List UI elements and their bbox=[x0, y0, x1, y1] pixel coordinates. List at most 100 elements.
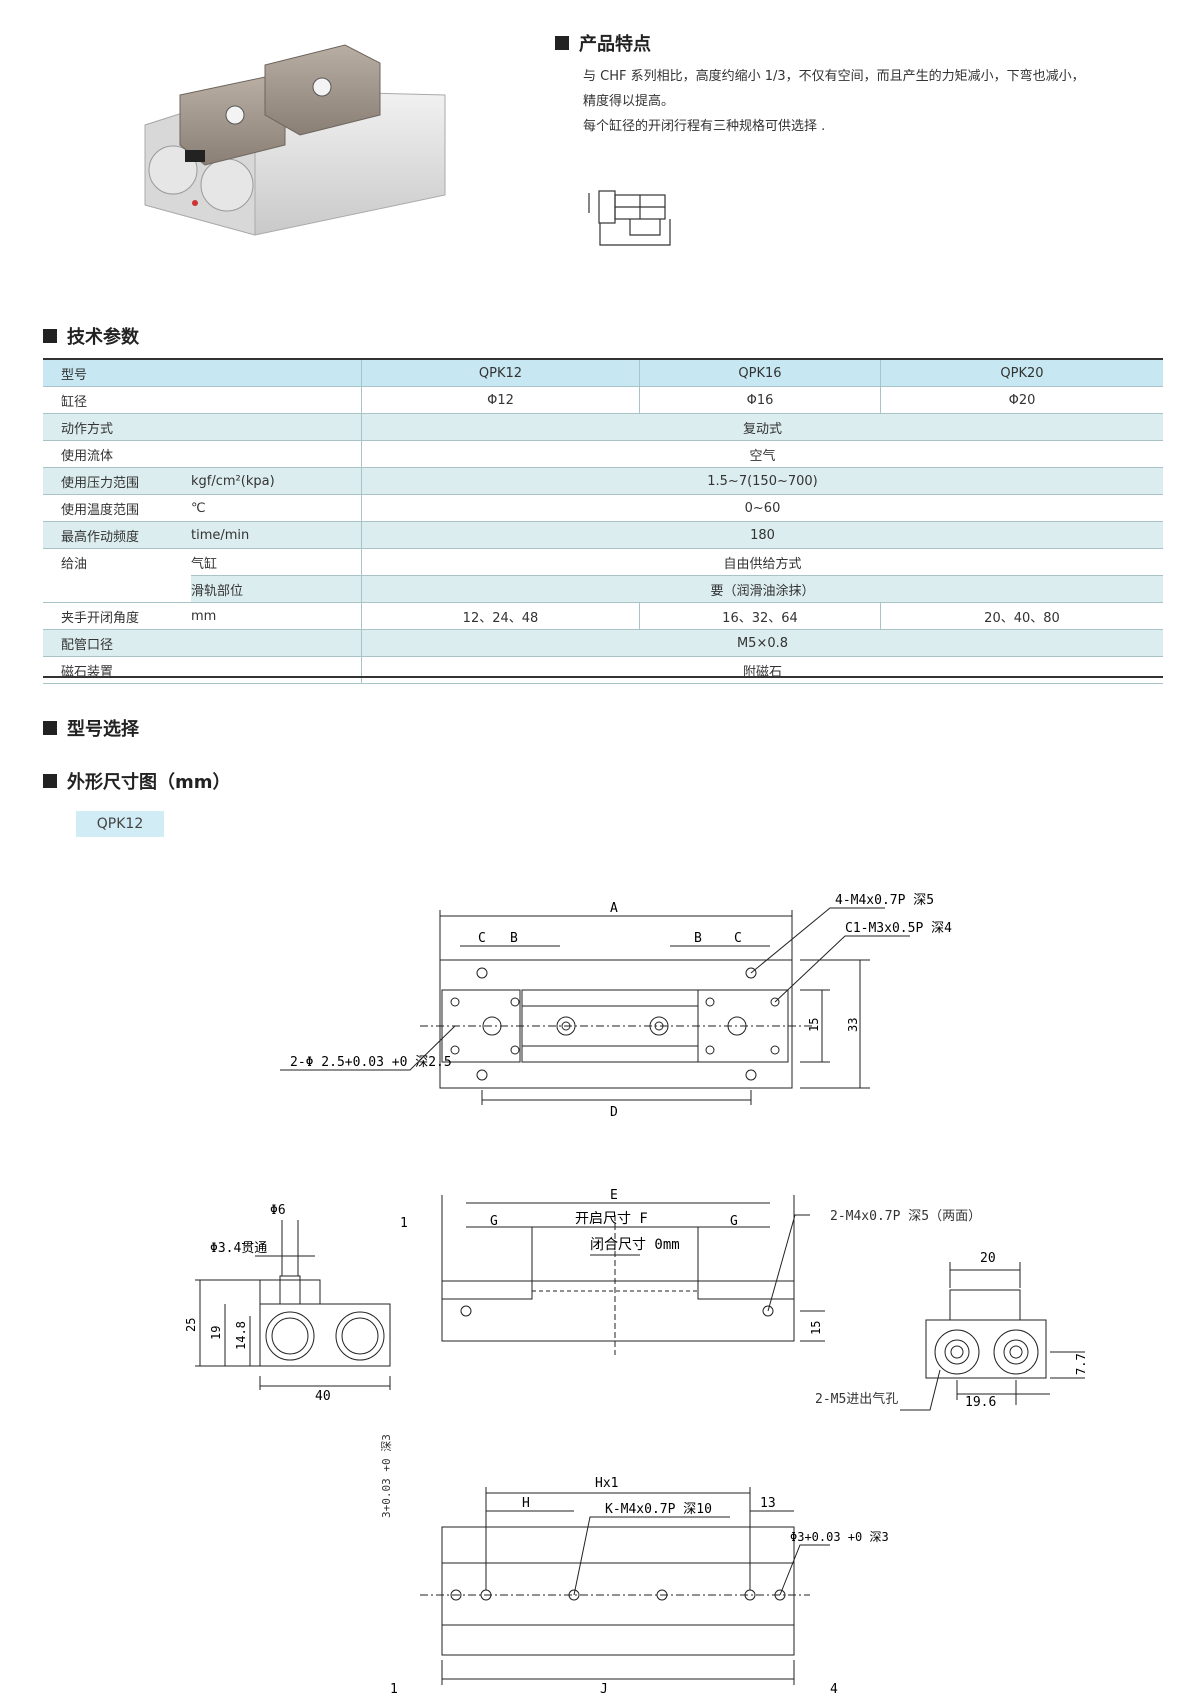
dim-B-right: B bbox=[694, 931, 702, 946]
feature-line-2: 精度得以提高。 bbox=[583, 94, 675, 109]
dim-14-8: 14.8 bbox=[234, 1321, 248, 1350]
dim-C-right: C bbox=[734, 931, 742, 946]
table-row: 给油 气缸 自由供给方式 bbox=[43, 548, 1163, 603]
cell-value: 附磁石 bbox=[361, 656, 1163, 684]
dim-J: J bbox=[600, 1682, 608, 1697]
cell-value: 0~60 bbox=[361, 494, 1163, 522]
section-square-icon bbox=[43, 774, 57, 788]
feature-line-1: 与 CHF 系列相比，高度约缩小 1/3，不仅有空间，而且产生的力矩减小，下弯也… bbox=[583, 69, 1085, 84]
dim-7-7: 7.7 bbox=[1074, 1353, 1088, 1375]
note-depth3: 3+0.03 +0 深3 bbox=[380, 1434, 393, 1518]
dim-15: 15 bbox=[807, 1018, 821, 1032]
features-text: 与 CHF 系列相比，高度约缩小 1/3，不仅有空间，而且产生的力矩减小，下弯也… bbox=[583, 64, 1143, 139]
note-port: 2-M5进出气孔 bbox=[815, 1392, 899, 1407]
dim-phi6: Φ6 bbox=[270, 1203, 286, 1218]
feature-line-3: 每个缸径的开闭行程有三种规格可供选择 . bbox=[583, 119, 826, 134]
cell-unit: ℃ bbox=[191, 494, 362, 522]
cell-label: 给油 bbox=[43, 548, 191, 603]
cell-label: 使用流体 bbox=[43, 440, 362, 468]
note-holes-front: 2-M4x0.7P 深5（两面） bbox=[830, 1209, 982, 1224]
dim-4: 4 bbox=[830, 1682, 838, 1697]
cell-label: 最高作动频度 bbox=[43, 521, 191, 549]
cell-value: 要（润滑油涂抹） bbox=[361, 575, 1163, 603]
dim-D: D bbox=[610, 1105, 618, 1120]
section-square-icon bbox=[43, 329, 57, 343]
model-tag[interactable]: QPK12 bbox=[76, 811, 164, 837]
cell-unit: 滑轨部位 bbox=[191, 575, 362, 603]
cell-value: 180 bbox=[361, 521, 1163, 549]
dim-33: 33 bbox=[846, 1018, 860, 1032]
cell-unit: kgf/cm²(kpa) bbox=[191, 467, 362, 495]
table-row: 使用流体 空气 bbox=[43, 440, 1163, 468]
table-row: 使用压力范围 kgf/cm²(kpa) 1.5~7(150~700) bbox=[43, 467, 1163, 495]
cell-label: 配管口径 bbox=[43, 629, 362, 657]
note-open: 开启尺寸 F bbox=[575, 1211, 648, 1227]
cell-label: 磁石装置 bbox=[43, 656, 362, 684]
section-square-icon bbox=[43, 721, 57, 735]
dim-E: E bbox=[610, 1188, 618, 1203]
cell-value: Φ12 bbox=[361, 386, 640, 414]
side-view-drawing: Φ6 Φ3.4贯通 25 19 14.8 40 bbox=[184, 1203, 391, 1400]
dim-25: 25 bbox=[184, 1318, 198, 1332]
note-K: K-M4x0.7P 深10 bbox=[605, 1502, 712, 1517]
bottom-view-drawing: Hx1 H K-M4x0.7P 深10 13 Φ3+0.03 +0 深3 J 1… bbox=[390, 1476, 889, 1697]
note-phi3: Φ3+0.03 +0 深3 bbox=[790, 1530, 889, 1544]
cell-value: Φ20 bbox=[880, 386, 1163, 414]
cell-value: 20、40、80 bbox=[880, 602, 1163, 630]
end-view-drawing: 20 7.7 19.6 bbox=[900, 1251, 1088, 1411]
dim-A: A bbox=[610, 901, 618, 916]
cell-model-1: QPK12 bbox=[361, 360, 640, 387]
dim-G-right: G bbox=[730, 1214, 738, 1229]
cell-label: 使用温度范围 bbox=[43, 494, 191, 522]
cell-value: 12、24、48 bbox=[361, 602, 640, 630]
features-title: 产品特点 bbox=[555, 30, 651, 56]
dim-20: 20 bbox=[980, 1251, 996, 1266]
table-row: 缸径 Φ12 Φ16 Φ20 bbox=[43, 386, 1163, 414]
table-row: 磁石装置 附磁石 bbox=[43, 656, 1163, 684]
spec-title: 技术参数 bbox=[43, 323, 139, 349]
front-view-drawing: E 1 G G 开启尺寸 F 闭合尺寸 0mm 15 bbox=[400, 1188, 825, 1355]
pneumatic-symbol bbox=[588, 190, 671, 246]
dim-C-left: C bbox=[478, 931, 486, 946]
product-photo bbox=[144, 44, 446, 236]
table-row: 夹手开闭角度 mm 12、24、48 16、32、64 20、40、80 bbox=[43, 602, 1163, 630]
cell-label: 缸径 bbox=[43, 386, 362, 414]
table-top-rule bbox=[43, 358, 1163, 360]
dim-B-left: B bbox=[510, 931, 518, 946]
dimensions-title: 外形尺寸图（mm） bbox=[43, 768, 231, 794]
table-row: 型号 QPK12 QPK16 QPK20 bbox=[43, 360, 1163, 387]
dim-15-front: 15 bbox=[809, 1321, 823, 1335]
table-row: 配管口径 M5×0.8 bbox=[43, 629, 1163, 657]
dim-19: 19 bbox=[209, 1326, 223, 1340]
table-row: 动作方式 复动式 bbox=[43, 413, 1163, 441]
cell-label: 使用压力范围 bbox=[43, 467, 191, 495]
cell-value: 1.5~7(150~700) bbox=[361, 467, 1163, 495]
cell-unit: 气缸 bbox=[191, 548, 362, 576]
cell-model-label: 型号 bbox=[43, 360, 362, 387]
table-row: 滑轨部位 要（润滑油涂抹） bbox=[43, 575, 1163, 603]
note-close: 闭合尺寸 0mm bbox=[590, 1237, 680, 1253]
cell-value: 复动式 bbox=[361, 413, 1163, 441]
section-square-icon bbox=[555, 36, 569, 50]
dim-Hx1: Hx1 bbox=[595, 1476, 618, 1491]
table-row: 使用温度范围 ℃ 0~60 bbox=[43, 494, 1163, 522]
cell-value: Φ16 bbox=[639, 386, 881, 414]
cell-value: 自由供给方式 bbox=[361, 548, 1163, 576]
table-bottom-rule bbox=[43, 676, 1163, 678]
dim-1: 1 bbox=[400, 1216, 408, 1231]
note-holes-1: 4-M4x0.7P 深5 bbox=[835, 893, 934, 908]
cell-label: 夹手开闭角度 bbox=[43, 602, 191, 630]
dim-13: 13 bbox=[760, 1496, 776, 1511]
cell-unit: time/min bbox=[191, 521, 362, 549]
dim-40: 40 bbox=[315, 1389, 331, 1400]
dim-G-left: G bbox=[490, 1214, 498, 1229]
dim-H: H bbox=[522, 1496, 530, 1511]
spec-table: 型号 QPK12 QPK16 QPK20 缸径 Φ12 Φ16 Φ20 动作方式… bbox=[43, 360, 1163, 684]
cell-value: 空气 bbox=[361, 440, 1163, 468]
top-view-drawing: A C B B C D 4-M4x0.7P 深5 C1-M3x0.5P 深4 2… bbox=[280, 893, 952, 1120]
cell-unit: mm bbox=[191, 602, 362, 630]
cell-model-3: QPK20 bbox=[880, 360, 1163, 387]
dim-1-bottom: 1 bbox=[390, 1682, 398, 1697]
table-row: 最高作动频度 time/min 180 bbox=[43, 521, 1163, 549]
cell-value: 16、32、64 bbox=[639, 602, 881, 630]
